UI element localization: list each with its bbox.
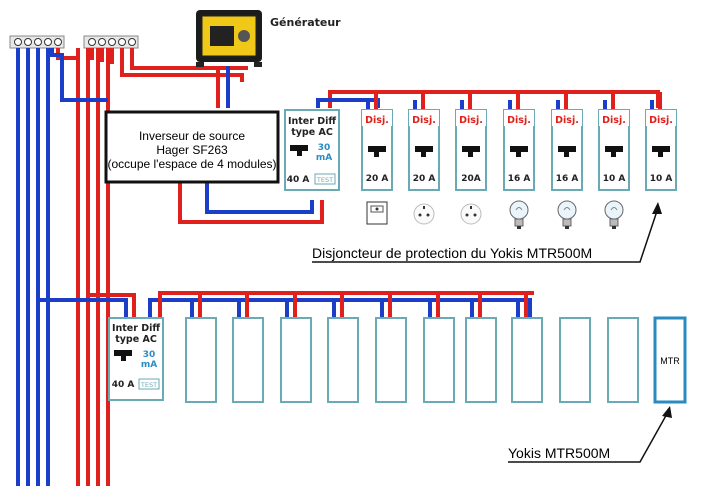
top-rcd-test: TEST bbox=[316, 176, 333, 184]
top-rcd: Inter Diff type AC 30 mA 40 A TEST bbox=[284, 109, 340, 191]
bottom-rcd-test: TEST bbox=[140, 381, 157, 389]
empty-module bbox=[280, 293, 312, 403]
bottom-rcd-rating: 40 A bbox=[112, 380, 135, 390]
top-rcd-rating: 40 A bbox=[287, 175, 310, 185]
toggle-stem-icon bbox=[297, 151, 302, 156]
breaker-label: Disj. bbox=[649, 115, 673, 126]
breaker-module: Disj. 16 A bbox=[503, 92, 535, 229]
top-rcd-title2: type AC bbox=[291, 127, 333, 138]
feeder-wires bbox=[16, 48, 660, 486]
generator-icon bbox=[196, 10, 262, 67]
inverter-line3: (occupe l'espace de 4 modules) bbox=[107, 157, 276, 171]
empty-module bbox=[607, 317, 639, 403]
toggle-stem-icon bbox=[421, 152, 426, 157]
empty-module bbox=[327, 293, 359, 403]
annotation-mtr-text: Yokis MTR500M bbox=[508, 445, 610, 461]
empty-module bbox=[185, 293, 217, 403]
bottom-rcd-title1: Inter Diff bbox=[112, 323, 160, 334]
top-rcd-title1: Inter Diff bbox=[288, 116, 336, 127]
toggle-lever-icon bbox=[415, 146, 433, 152]
empty-module bbox=[375, 293, 407, 403]
toggle-lever-icon bbox=[462, 146, 480, 152]
toggle-stem-icon bbox=[121, 356, 126, 361]
toggle-lever-icon bbox=[605, 146, 623, 152]
breaker-rating: 10 A bbox=[603, 174, 626, 184]
breaker-label: Disj. bbox=[459, 115, 483, 126]
generator-label: Générateur bbox=[270, 16, 341, 29]
toggle-stem-icon bbox=[564, 152, 569, 157]
inverter-line2: Hager SF263 bbox=[156, 143, 228, 157]
breaker-label: Disj. bbox=[507, 115, 531, 126]
breaker-module: Disj. 20 A bbox=[361, 92, 393, 225]
toggle-lever-icon bbox=[368, 146, 386, 152]
breaker-module: Disj. 10 A bbox=[598, 92, 630, 229]
breaker-rating: 20A bbox=[461, 174, 481, 184]
toggle-stem-icon bbox=[611, 152, 616, 157]
bottom-rcd-sens: 30 bbox=[143, 350, 156, 360]
toggle-lever-icon bbox=[290, 145, 308, 151]
empty-module bbox=[232, 293, 264, 403]
bottom-rcd-title2: type AC bbox=[115, 334, 157, 345]
breaker-label: Disj. bbox=[555, 115, 579, 126]
breaker-module: Disj. 20A bbox=[455, 92, 487, 225]
bottom-rcd: Inter Diff type AC 30 mA 40 A TEST bbox=[108, 317, 164, 401]
breaker-label: Disj. bbox=[365, 115, 389, 126]
annotation-breaker-text: Disjoncteur de protection du Yokis MTR50… bbox=[312, 245, 592, 261]
toggle-stem-icon bbox=[516, 152, 521, 157]
empty-module bbox=[559, 317, 591, 403]
bulb-icon bbox=[557, 200, 577, 229]
annotation-arrow-mtr bbox=[508, 411, 669, 463]
breaker-module: Disj. 20 A bbox=[408, 92, 440, 225]
breaker-rating: 16 A bbox=[556, 174, 579, 184]
breaker-rating: 20 A bbox=[366, 174, 389, 184]
arrowhead-breaker bbox=[652, 202, 662, 214]
breaker-module: Disj. 10 A bbox=[645, 92, 677, 191]
terminal-block-left bbox=[9, 35, 65, 49]
toggle-lever-icon bbox=[114, 350, 132, 356]
breaker-label: Disj. bbox=[412, 115, 436, 126]
toggle-lever-icon bbox=[558, 146, 576, 152]
breaker-label: Disj. bbox=[602, 115, 626, 126]
bottom-rcd-sens-unit: mA bbox=[141, 360, 157, 370]
mtr-label: MTR bbox=[660, 356, 680, 366]
bulb-icon bbox=[604, 200, 624, 229]
top-rcd-sens: 30 bbox=[318, 143, 331, 153]
socket-icon bbox=[460, 203, 482, 225]
bottom-module-row bbox=[185, 293, 639, 403]
inverter-line1: Inverseur de source bbox=[139, 129, 245, 143]
empty-module bbox=[423, 293, 455, 403]
top-rcd-sens-unit: mA bbox=[316, 153, 332, 163]
toggle-stem-icon bbox=[658, 152, 663, 157]
empty-module bbox=[511, 293, 543, 403]
breaker-rating: 10 A bbox=[650, 174, 673, 184]
mtr-module: MTR bbox=[653, 316, 687, 404]
empty-module bbox=[465, 293, 497, 403]
toggle-lever-icon bbox=[652, 146, 670, 152]
annotation-arrow-breaker bbox=[312, 207, 659, 263]
socket-icon bbox=[413, 203, 435, 225]
toggle-lever-icon bbox=[510, 146, 528, 152]
breaker-module: Disj. 16 A bbox=[551, 92, 583, 229]
breaker-rating: 20 A bbox=[413, 174, 436, 184]
breaker-rating: 16 A bbox=[508, 174, 531, 184]
arrowhead-mtr bbox=[662, 406, 672, 418]
toggle-stem-icon bbox=[468, 152, 473, 157]
switch-icon bbox=[366, 201, 388, 225]
terminal-block-right bbox=[83, 35, 139, 49]
toggle-stem-icon bbox=[374, 152, 379, 157]
bulb-icon bbox=[509, 200, 529, 229]
source-inverter: Inverseur de source Hager SF263 (occupe … bbox=[104, 110, 280, 184]
